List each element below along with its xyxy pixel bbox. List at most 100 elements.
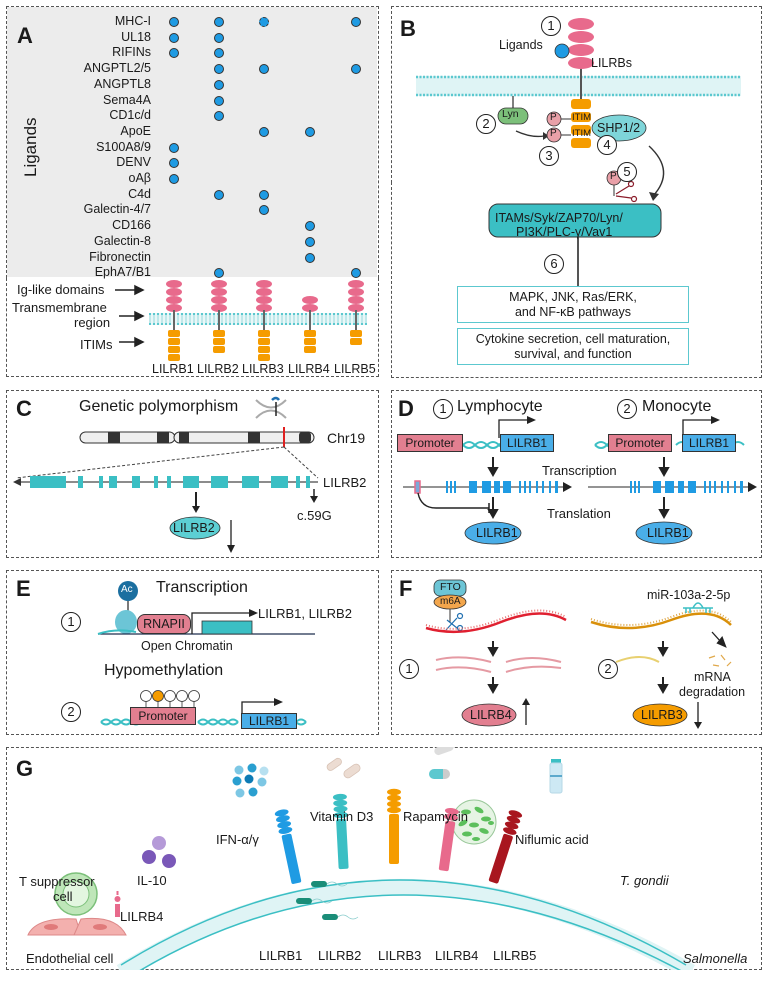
itim-domain [213,346,225,353]
itim-domain [168,346,180,353]
p-text-3: P [610,171,617,182]
t-suppressor-cell [54,872,98,916]
panel-g-diagram [27,747,695,970]
ifn-icon [232,763,269,798]
t-suppressor-line-1: T suppressor [19,874,95,889]
binding-dot [214,17,224,27]
rnapii-box: RNAPII [137,614,191,634]
scissors-icon [615,180,638,203]
lilrb1-gene-box-monocyte: LILRB1 [682,434,736,452]
ig-domain [166,304,182,312]
p-text-2: P [550,128,557,139]
lilrb1-protein-shape-2 [635,521,693,545]
panel-c [6,390,379,558]
niflumic-acid-label: Niflumic acid [515,832,589,847]
mrna-strand-orange [590,612,732,630]
itim-domain [304,330,316,337]
ligand-label: Sema4A [103,92,151,107]
lilrbs-text: LILRBs [591,56,632,70]
binding-dot [305,221,315,232]
ig-domain [256,288,272,296]
lilrb1-protein-label-2: LILRB1 [647,526,689,540]
itim-domain [350,338,362,345]
receptor-label: LILRB5 [493,948,537,963]
panel-label-b: B [400,16,416,41]
gene-body [201,620,253,635]
ig-domain [348,288,364,296]
receptor-label: LILRB3 [378,948,422,963]
receptor-stalk [173,310,175,332]
binding-dot [351,17,361,27]
outcome-box: Cytokine secretion, cell maturation, sur… [457,328,689,365]
panel-label-a: A [17,23,33,48]
itim-text-1: ITIM [572,112,591,123]
itim-domain [258,330,270,337]
ig-domain [211,304,227,312]
ig-domain [348,280,364,288]
cell-membrane [416,75,741,97]
ligand-label: CD1c/d [109,108,151,123]
itim-domain [213,330,225,337]
ig-domain [348,304,364,312]
vitamin-d3-label: Vitamin D3 [310,809,374,824]
ig-domain [256,280,272,288]
ig-domain [256,304,272,312]
lilrb4-protein-label: LILRB4 [470,708,512,722]
binding-dot [305,126,315,137]
binding-dot [214,189,224,200]
rapamycin-label: Rapamycin [403,809,469,824]
ligand-label: Galectin-8 [94,233,151,248]
binding-dot [259,17,269,27]
ligand-label: RIFINs [112,45,151,60]
lilrb1-gene-box: LILRB1 [241,713,297,729]
p-text-1: P [550,112,557,123]
itim-domain [304,338,316,345]
lilrb4-small-receptor [114,891,121,917]
binding-dot [214,95,224,106]
receptor-label: LILRB4 [435,948,479,963]
lilrb1-gene-box-lymphocyte: LILRB1 [500,434,554,452]
rapamycin-icon [429,747,454,779]
mechanism-2-number: 2 [598,659,618,679]
ligand-label: UL18 [121,29,151,44]
ligands-axis-label: Ligands [21,117,40,177]
shp-text: SHP1/2 [597,121,641,135]
lilrb3-protein-label: LILRB3 [641,708,683,722]
panel-label-g: G [16,756,34,781]
panel-e [6,570,379,735]
il10-label: IL-10 [137,873,167,888]
binding-dot [259,189,269,200]
cell-membrane-arc [116,879,695,970]
transmembrane-label-1: Transmembrane [12,300,107,315]
binding-dot [214,48,224,59]
receptor-lilrb2 [332,793,349,870]
step-2: 2 [476,114,496,134]
binding-dot [169,32,179,43]
acetyl-icon [118,581,138,601]
mirna-label: miR-103a-2-5p [647,588,731,602]
membrane-band [149,313,367,325]
degradation-line-2: degradation [679,685,746,699]
binding-dot [214,111,224,122]
itim-domain [350,330,362,337]
panel-label-d: D [398,396,414,421]
lilrb1-protein-label-1: LILRB1 [476,526,518,540]
binding-dot [305,236,315,247]
ig-domain [166,288,182,296]
vitamin-d3-icon [326,757,361,779]
t-gondii-icon [451,799,497,845]
lyn-text: Lyn [502,108,519,120]
step-4: 4 [597,135,617,155]
itims-label: ITIMs [80,337,113,352]
ig-domain [211,296,227,304]
chr19-label: Chr19 [327,430,366,446]
panel-c-diagram [13,396,319,553]
ig-domain [166,280,182,288]
ligand-label: Fibronectin [89,249,151,264]
itim-domain [168,354,180,361]
hypomethylation-title: Hypomethylation [104,662,224,679]
binding-dot [169,17,179,27]
ac-label: Ac [121,584,133,595]
